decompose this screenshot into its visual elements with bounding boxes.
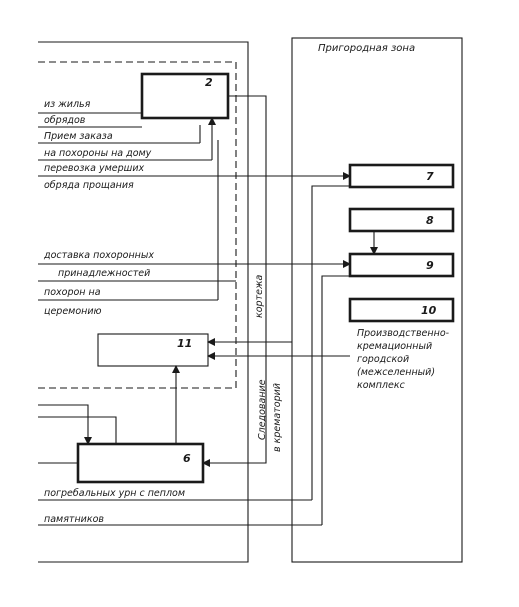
vertical-label-cortege: кортежа — [254, 274, 265, 318]
label-6: обряда прощания — [44, 180, 134, 191]
label-11: погребальных урн с пеплом — [44, 488, 185, 499]
box-11 — [97, 333, 209, 367]
box-10-number: 10 — [421, 304, 437, 317]
complex-line-4: (межселенный) — [357, 367, 435, 378]
box-6-number: 6 — [183, 452, 191, 465]
label-8: принадлежностей — [58, 268, 150, 279]
suburban-zone-frame — [291, 37, 463, 563]
city-zone-frame — [38, 41, 249, 563]
box-2-number: 2 — [205, 76, 213, 89]
label-2: обрядов — [44, 115, 86, 126]
line-to-box6 — [202, 440, 267, 467]
vertical-label-follow-1: Следование — [257, 379, 268, 440]
line-box9-left — [321, 275, 350, 525]
label-5: перевозка умерших — [44, 163, 145, 174]
complex-line-2: кремационный — [357, 341, 432, 352]
label-7: доставка похоронных — [43, 250, 154, 261]
line-left-upper — [38, 404, 92, 445]
label-10: церемонию — [44, 306, 102, 317]
complex-line-5: комплекс — [357, 380, 406, 391]
zone-title: Пригородная зона — [318, 43, 415, 54]
box-11-number: 11 — [177, 337, 192, 350]
box-10 — [348, 297, 455, 323]
box-8 — [348, 207, 455, 233]
box-7-number: 7 — [426, 170, 434, 183]
label-3: Прием заказа — [44, 131, 113, 142]
label-9: похорон на — [44, 287, 101, 298]
box-7 — [348, 163, 455, 189]
label-4: на похороны на дому — [44, 148, 152, 159]
complex-line-1: Производственно- — [357, 328, 450, 339]
complex-line-3: городской — [357, 354, 409, 365]
line-box7-left — [311, 185, 350, 500]
box-9 — [348, 252, 455, 278]
dashed-area — [38, 61, 237, 389]
vertical-label-follow-2: в крематорий — [272, 383, 283, 452]
label-1: из жилья — [44, 99, 91, 110]
box-2 — [140, 72, 230, 120]
line-box2-right — [228, 95, 267, 440]
box-6 — [76, 442, 205, 484]
line-left-mid — [38, 416, 117, 444]
box-8-number: 8 — [426, 214, 434, 227]
box-9-number: 9 — [426, 259, 434, 272]
label-12: памятников — [44, 514, 104, 525]
